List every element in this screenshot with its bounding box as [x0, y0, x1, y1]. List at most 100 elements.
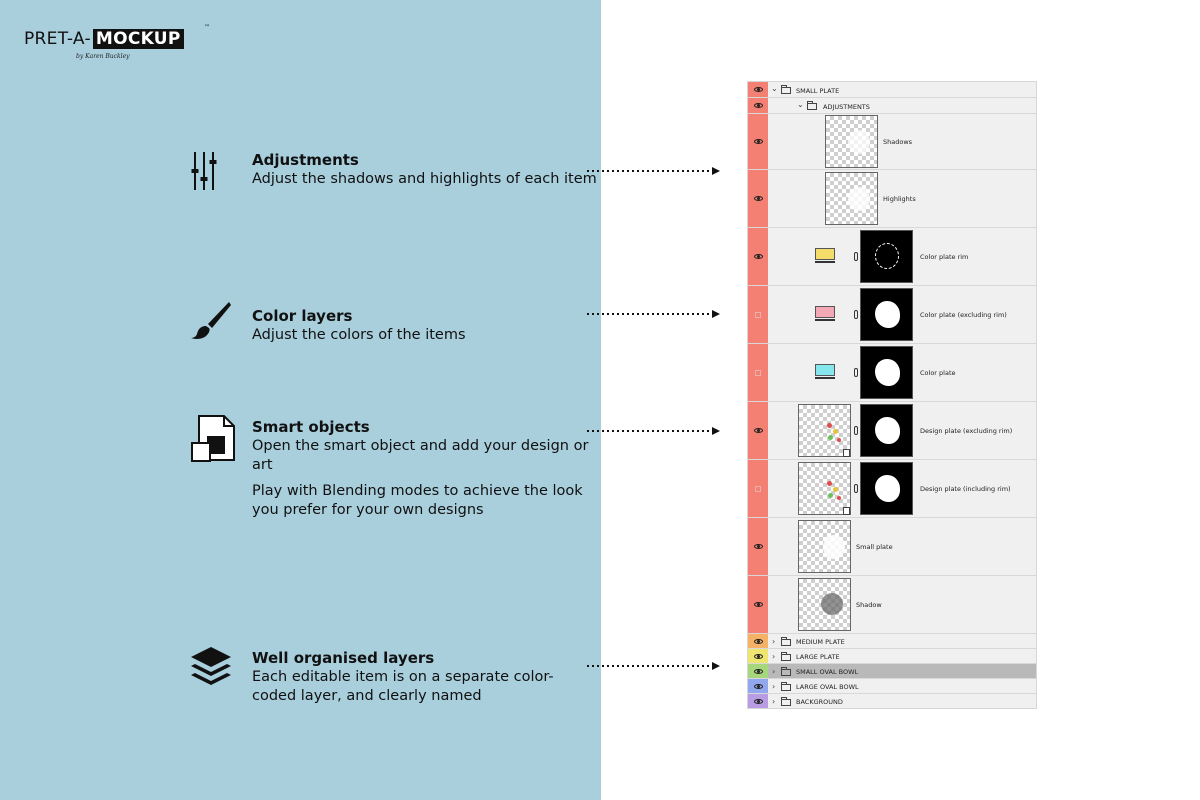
layer-mask-thumbnail	[860, 230, 913, 283]
visibility-cell[interactable]	[748, 460, 768, 517]
link-icon[interactable]	[854, 310, 858, 319]
feature-description: Open the smart object and add your desig…	[252, 438, 589, 473]
smart-object-icon	[191, 415, 235, 462]
visibility-cell[interactable]	[748, 664, 768, 678]
folder-icon	[781, 697, 791, 706]
layer-name: ADJUSTMENTS	[823, 103, 870, 111]
visibility-cell[interactable]	[748, 694, 768, 708]
hidden-visibility-box[interactable]	[755, 370, 761, 376]
visibility-cell[interactable]	[748, 649, 768, 663]
feature-description: Adjust the colors of the items	[252, 327, 466, 343]
layer-group-large-oval-bowl[interactable]: › LARGE OVAL BOWL	[748, 679, 1036, 694]
layer-group-adjustments[interactable]: ⌄ ADJUSTMENTS	[748, 98, 1036, 114]
link-icon[interactable]	[854, 368, 858, 377]
layer-small-plate[interactable]: Small plate	[748, 518, 1036, 576]
chevron-right-icon[interactable]: ›	[772, 652, 776, 661]
eye-icon[interactable]	[754, 669, 763, 674]
eye-icon[interactable]	[754, 699, 763, 704]
eye-icon[interactable]	[754, 103, 763, 108]
visibility-cell[interactable]	[748, 402, 768, 459]
mask-shape	[875, 359, 900, 386]
chevron-down-icon[interactable]: ⌄	[771, 84, 778, 93]
visibility-cell[interactable]	[748, 114, 768, 169]
dotted-arrow-icon	[587, 310, 720, 318]
eye-icon[interactable]	[754, 684, 763, 689]
layer-design-plate-including-rim[interactable]: Design plate (including rim)	[748, 460, 1036, 518]
visibility-cell[interactable]	[748, 82, 768, 97]
eye-icon[interactable]	[754, 254, 763, 259]
layer-shadows[interactable]: Shadows	[748, 114, 1036, 170]
visibility-cell[interactable]	[748, 576, 768, 633]
layer-mask-thumbnail	[860, 346, 913, 399]
eye-icon[interactable]	[754, 654, 763, 659]
eye-icon[interactable]	[754, 196, 763, 201]
link-icon[interactable]	[854, 484, 858, 493]
chevron-down-icon[interactable]: ⌄	[797, 100, 804, 109]
eye-icon[interactable]	[754, 544, 763, 549]
eye-icon[interactable]	[754, 639, 763, 644]
feature-description-extra: Play with Blending modes to achieve the …	[252, 483, 583, 518]
layer-highlights[interactable]: Highlights	[748, 170, 1036, 228]
logo-byline: by Karen Buckley	[76, 53, 130, 60]
eye-icon[interactable]	[754, 139, 763, 144]
link-icon[interactable]	[854, 426, 858, 435]
layer-color-plate-excluding-rim[interactable]: Color plate (excluding rim)	[748, 286, 1036, 344]
visibility-cell[interactable]	[748, 679, 768, 693]
layer-group-large-plate[interactable]: › LARGE PLATE	[748, 649, 1036, 664]
layer-name: Design plate (excluding rim)	[920, 427, 1013, 435]
layer-group-background[interactable]: › BACKGROUND	[748, 694, 1036, 708]
feature-title: Well organised layers	[252, 649, 435, 667]
chevron-right-icon[interactable]: ›	[772, 667, 776, 676]
eye-icon[interactable]	[754, 602, 763, 607]
left-info-panel	[0, 0, 601, 800]
layer-mask-thumbnail	[860, 288, 913, 341]
visibility-cell[interactable]	[748, 170, 768, 227]
visibility-cell[interactable]	[748, 286, 768, 343]
layer-color-plate[interactable]: Color plate	[748, 344, 1036, 402]
layer-name: Small plate	[856, 543, 893, 551]
link-icon[interactable]	[854, 252, 858, 261]
fill-swatch-base	[815, 261, 835, 263]
layer-group-medium-plate[interactable]: › MEDIUM PLATE	[748, 634, 1036, 649]
layer-thumbnail	[798, 578, 851, 631]
chevron-right-icon[interactable]: ›	[772, 682, 776, 691]
visibility-cell[interactable]	[748, 634, 768, 648]
visibility-cell[interactable]	[748, 228, 768, 285]
visibility-cell[interactable]	[748, 98, 768, 113]
fill-adjustment-icon	[814, 248, 836, 266]
layer-name: MEDIUM PLATE	[796, 638, 845, 646]
visibility-cell[interactable]	[748, 344, 768, 401]
layer-name: SMALL OVAL BOWL	[796, 668, 859, 676]
layer-design-plate-excluding-rim[interactable]: Design plate (excluding rim)	[748, 402, 1036, 460]
layer-mask-thumbnail	[860, 404, 913, 457]
layer-name: Shadow	[856, 601, 882, 609]
thumbnail-shape	[823, 535, 845, 559]
dotted-arrow-icon	[587, 167, 720, 175]
layers-panel: ⌄ SMALL PLATE ⌄ ADJUSTMENTS Shadows High…	[747, 81, 1037, 709]
feature-adjustments: Adjustments Adjust the shadows and highl…	[252, 150, 597, 189]
layer-name: LARGE PLATE	[796, 653, 840, 661]
layer-group-small-plate[interactable]: ⌄ SMALL PLATE	[748, 82, 1036, 98]
chevron-right-icon[interactable]: ›	[772, 637, 776, 646]
dotted-arrow-icon	[587, 662, 720, 670]
layer-shadow[interactable]: Shadow	[748, 576, 1036, 634]
hidden-visibility-box[interactable]	[755, 486, 761, 492]
trademark-mark: ™	[204, 24, 211, 31]
smart-object-thumbnail	[798, 462, 851, 515]
layer-group-small-oval-bowl[interactable]: › SMALL OVAL BOWL	[748, 664, 1036, 679]
thumbnail-shape	[827, 423, 832, 428]
thumbnail-shape	[828, 493, 833, 498]
chevron-right-icon[interactable]: ›	[772, 697, 776, 706]
folder-icon	[781, 637, 791, 646]
hidden-visibility-box[interactable]	[755, 312, 761, 318]
fill-swatch	[815, 306, 835, 318]
layer-color-plate-rim[interactable]: Color plate rim	[748, 228, 1036, 286]
eye-icon[interactable]	[754, 428, 763, 433]
visibility-cell[interactable]	[748, 518, 768, 575]
folder-icon	[781, 85, 791, 94]
eye-icon[interactable]	[754, 87, 763, 92]
layer-thumbnail	[825, 115, 878, 168]
fill-swatch-base	[815, 319, 835, 321]
folder-icon	[781, 682, 791, 691]
layer-name: Highlights	[883, 195, 916, 203]
